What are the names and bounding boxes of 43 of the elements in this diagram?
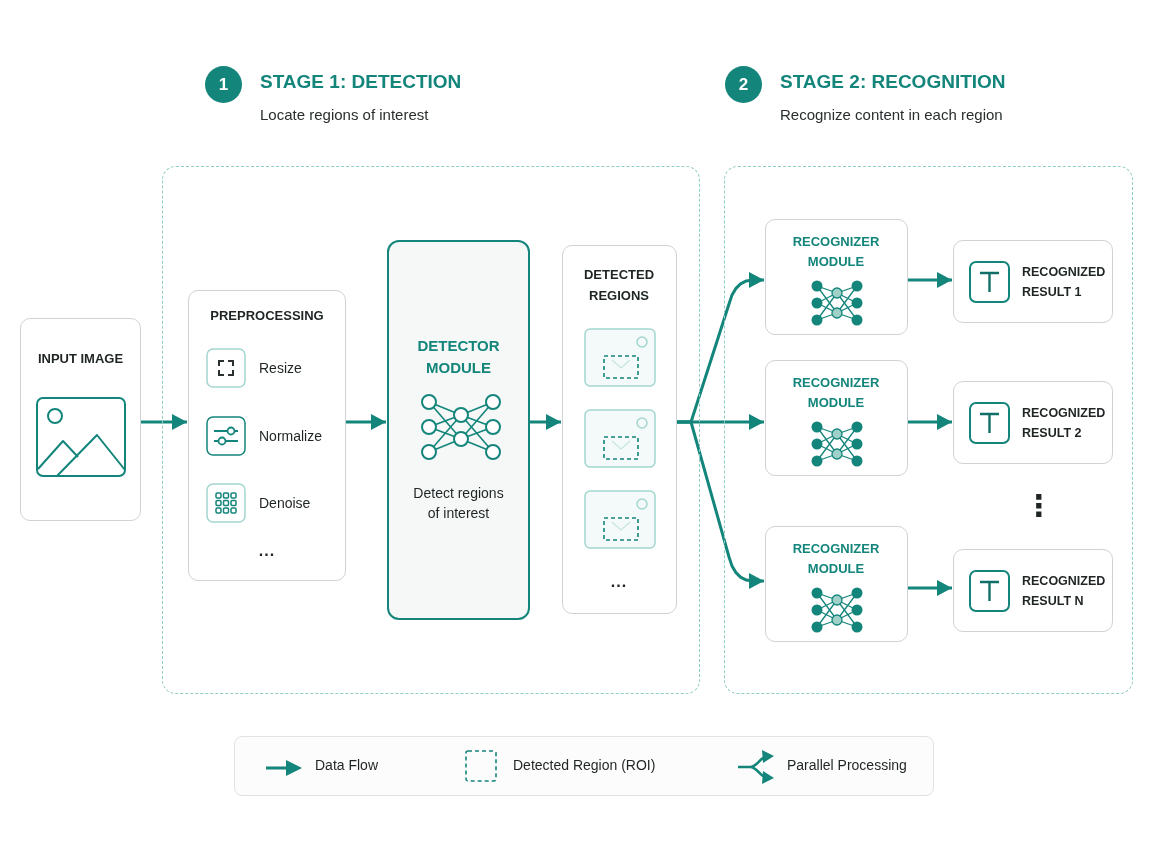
step-number-badge: 2 bbox=[725, 66, 762, 103]
stage-subtitle: Recognize content in each region bbox=[780, 105, 1003, 125]
module-title: DETECTOR MODULE bbox=[416, 336, 501, 378]
preprocessing-panel bbox=[188, 290, 346, 581]
result-box bbox=[953, 240, 1113, 323]
legend-label: Parallel Processing bbox=[787, 756, 907, 775]
arrow bbox=[530, 414, 561, 430]
module-title: RECOGNIZER MODULE bbox=[791, 233, 881, 271]
result-label: RECOGNIZED RESULT 1 bbox=[1022, 264, 1107, 301]
vertical-ellipsis: ⋮ bbox=[1024, 487, 1048, 525]
stage-title: STAGE 2: RECOGNITION bbox=[780, 70, 1006, 94]
arrow bbox=[908, 580, 952, 596]
arrow bbox=[346, 414, 386, 430]
arrow bbox=[141, 414, 187, 430]
step-number-badge: 1 bbox=[205, 66, 242, 103]
detector-module-box bbox=[387, 240, 530, 620]
module-description: Detect regions of interest bbox=[412, 484, 505, 523]
step-label: Resize bbox=[259, 359, 302, 378]
node-title: INPUT IMAGE bbox=[36, 350, 125, 368]
module-box bbox=[765, 219, 908, 335]
legend-label: Data Flow bbox=[315, 756, 379, 775]
node-title: DETECTED REGIONS bbox=[582, 266, 656, 305]
stage-subtitle: Locate regions of interest bbox=[260, 105, 429, 125]
legend-label: Detected Region (ROI) bbox=[513, 756, 656, 775]
result-box bbox=[953, 549, 1113, 632]
module-title: RECOGNIZER MODULE bbox=[791, 540, 881, 578]
regions-panel bbox=[562, 245, 677, 614]
result-label: RECOGNIZED RESULT N bbox=[1022, 573, 1107, 610]
step-label: Denoise bbox=[259, 494, 311, 513]
module-title: RECOGNIZER MODULE bbox=[791, 374, 881, 412]
input-card bbox=[20, 318, 141, 521]
arrow bbox=[677, 420, 764, 589]
result-box bbox=[953, 381, 1113, 464]
result-label: RECOGNIZED RESULT 2 bbox=[1022, 405, 1107, 442]
stage-title: STAGE 1: DETECTION bbox=[260, 70, 462, 94]
step-label: Normalize bbox=[259, 427, 322, 446]
module-box bbox=[765, 526, 908, 642]
more-indicator: ... bbox=[609, 572, 629, 592]
more-indicator: ... bbox=[257, 541, 277, 561]
arrow bbox=[908, 414, 952, 430]
module-box bbox=[765, 360, 908, 476]
node-title: PREPROCESSING bbox=[209, 307, 325, 325]
arrow bbox=[908, 272, 952, 288]
